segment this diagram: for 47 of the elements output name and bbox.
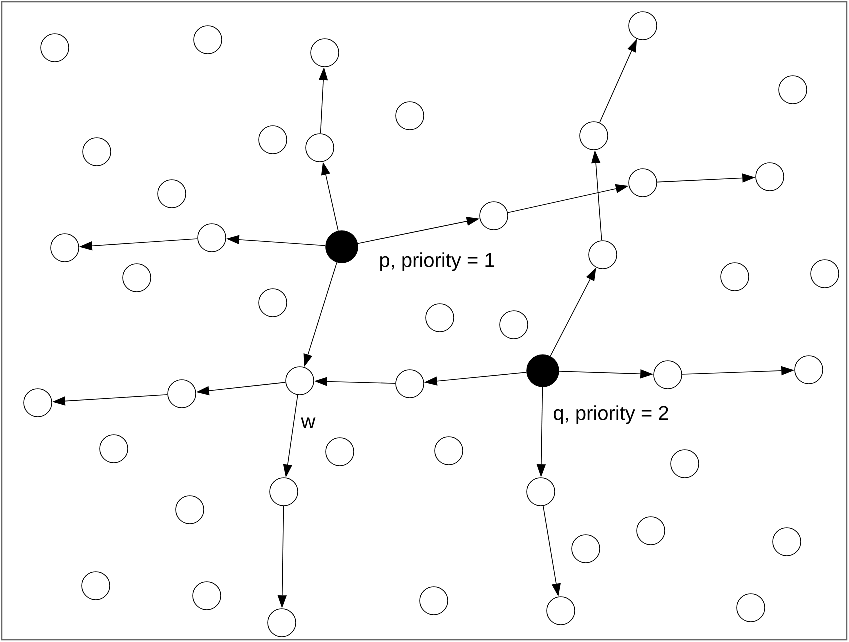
circle-node [480,202,508,230]
circle-node [396,370,424,398]
circle-node [628,168,658,198]
circle-node [168,380,196,408]
circle-node [258,288,288,318]
circle-node [396,102,424,130]
circle-node [82,572,110,600]
circle-node [100,434,128,464]
circle-node [720,262,750,292]
circle-node [40,34,70,62]
circle-node [82,138,112,166]
circle-node [588,240,618,270]
circle-node [24,388,52,418]
circle-node [670,450,700,478]
circle-node [122,264,152,292]
circle-node [268,608,296,638]
circle-node [778,76,808,104]
circle-node [628,12,658,40]
node-label: q, priority = 2 [554,406,668,424]
circle-node [270,478,298,506]
circle-node [810,260,840,288]
circle-node [420,586,448,616]
circle-node [310,38,340,68]
circle-node [50,234,80,262]
circle-node [772,528,802,556]
circle-node [794,356,824,384]
circle-node [434,436,464,466]
circle-node [580,122,608,150]
circle-node [258,126,288,154]
circle-node [546,596,576,626]
circle-node [756,162,784,192]
circle-node [636,516,666,546]
circle-node [198,224,226,252]
circle-node [526,478,556,506]
circle-node [736,594,766,622]
circle-node [572,534,600,564]
circle-node [500,310,528,340]
circle-node [654,360,682,390]
circle-node [158,180,186,208]
circle-node [194,26,222,54]
circle-node [426,304,454,332]
circle-node [176,496,204,524]
circle-node [192,582,222,610]
circle-node [326,438,354,466]
node-label: p, priority = 1 [380,252,494,272]
node-label: w [301,418,316,428]
circle-node [306,134,334,162]
